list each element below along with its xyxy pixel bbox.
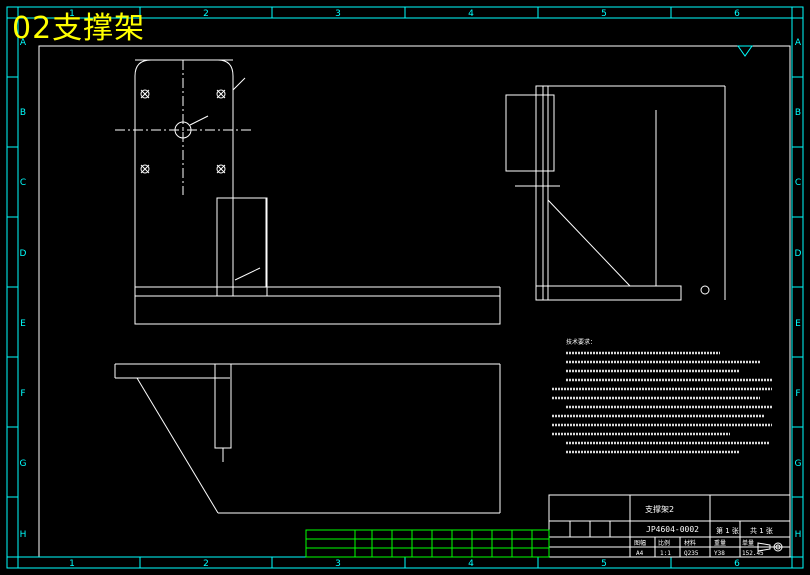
leader-2: [189, 115, 209, 126]
row-label-b-left: B: [20, 108, 26, 118]
col-label-5-bottom: 5: [601, 559, 607, 569]
side-view: [505, 85, 726, 301]
material-value: Q235: [684, 550, 699, 557]
hole-top-right: [216, 89, 226, 99]
row-label-f-right: F: [795, 389, 800, 399]
row-label-a-right: A: [795, 38, 802, 48]
col-label-3-top: 3: [335, 9, 341, 19]
column-labels: 1 2 3 4 5 6 1 2 3 4 5 6: [69, 9, 740, 569]
title-block-headers: 图幅 比例 材料 重量 单量: [634, 539, 754, 547]
total-label: 共 1 张: [750, 526, 773, 535]
hole-bottom-left: [140, 164, 150, 174]
col-label-2-bottom: 2: [203, 559, 209, 569]
scale-value: 1:1: [660, 550, 671, 557]
leader-1: [232, 77, 246, 91]
header-material: 材料: [684, 539, 696, 547]
row-label-c-left: C: [20, 178, 26, 188]
inner-frame: [38, 45, 791, 558]
row-label-g-right: G: [795, 459, 802, 469]
col-label-6-bottom: 6: [734, 559, 740, 569]
row-label-d-left: D: [20, 249, 27, 259]
row-label-c-right: C: [795, 178, 801, 188]
bottom-view: [114, 363, 501, 514]
row-label-b-right: B: [795, 108, 801, 118]
col-label-1-bottom: 1: [69, 559, 75, 569]
header-mass: 单量: [742, 539, 754, 547]
side-vertical-plate: [535, 85, 549, 301]
technical-notes: 技术要求：: [552, 338, 772, 454]
bottom-rib: [214, 363, 232, 449]
bottom-diagonal: [136, 377, 219, 514]
title-block-values: A4 1:1 Q235 Y38 152.45: [636, 550, 764, 557]
row-label-e-left: E: [20, 319, 26, 329]
row-label-g-left: G: [20, 459, 27, 469]
col-label-1-top: 1: [69, 9, 75, 19]
row-labels: A B C D E F G H A B C D E F G H: [20, 38, 802, 540]
side-dim-box: [505, 94, 555, 172]
row-label-h-right: H: [795, 530, 802, 540]
leader-3: [234, 267, 261, 281]
sheet-label: 第 1 张: [716, 526, 739, 535]
size-value: A4: [636, 550, 644, 557]
side-base: [535, 285, 682, 301]
header-scale: 比例: [658, 539, 670, 547]
front-plate-outline: [134, 59, 234, 296]
row-label-f-left: F: [20, 389, 25, 399]
hole-bottom-right: [216, 164, 226, 174]
row-label-e-right: E: [795, 319, 801, 329]
row-label-h-left: H: [20, 530, 27, 540]
front-rib: [216, 197, 268, 297]
weight-value: Y38: [714, 550, 725, 557]
col-label-4-bottom: 4: [468, 559, 474, 569]
col-label-2-top: 2: [203, 9, 209, 19]
front-base-plate: [134, 295, 501, 325]
projection-icon: [757, 542, 783, 552]
row-label-d-right: D: [795, 249, 802, 259]
drawing-number: JP4604-0002: [646, 525, 699, 534]
surface-finish-icon: [737, 45, 753, 57]
front-view: [115, 59, 501, 325]
mass-value: 152.45: [742, 550, 764, 557]
col-label-5-top: 5: [601, 9, 607, 19]
parameter-table: [305, 529, 550, 558]
screw-holes: [140, 89, 226, 174]
sheet-title: 支撑架2: [645, 504, 674, 514]
hole-top-left: [140, 89, 150, 99]
drawing-name-overlay: 02支撑架: [12, 11, 146, 46]
col-label-6-top: 6: [734, 9, 740, 19]
notes-heading: 技术要求：: [566, 338, 596, 346]
header-weight: 重量: [714, 539, 726, 547]
col-label-4-top: 4: [468, 9, 474, 19]
col-label-3-bottom: 3: [335, 559, 341, 569]
header-size: 图幅: [634, 539, 646, 547]
side-rib-diagonal: [547, 199, 631, 287]
revision-table: [548, 520, 631, 538]
weld-symbol: [700, 285, 710, 295]
row-label-a-left: A: [20, 38, 27, 48]
